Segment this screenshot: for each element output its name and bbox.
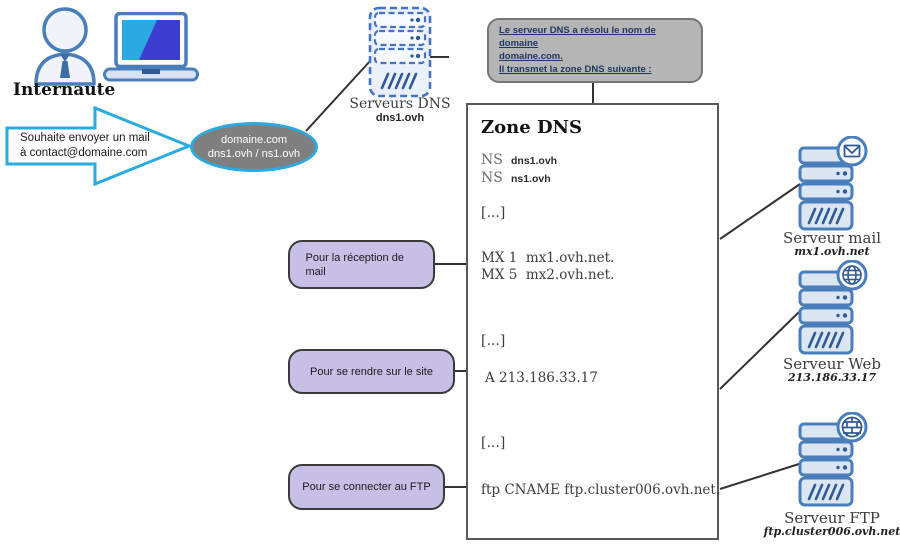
callout-line-1: Le serveur DNS a résolu le nom de domain… [499,25,656,49]
web-server-name: Serveur Web [783,355,881,373]
web-server-detail: 213.186.33.17 [787,371,877,384]
annotation-visit-site: Pour se rendre sur le site [288,349,455,394]
annotation-text: Pour se connecter au FTP [302,481,431,493]
request-arrow-text: Souhaite envoyer un mail à contact@domai… [20,131,150,161]
globe-icon [842,265,862,285]
annotation-connect-ftp: Pour se connecter au FTP [288,464,445,510]
ns-record-value: dns1.ovh [511,155,558,167]
annotation-text: Pour la réception de mail [305,251,404,278]
domain-name: domaine.com [220,134,288,146]
dns-resolution-callout: Le serveur DNS a résolu le nom de domain… [487,18,703,83]
request-line-1: Souhaite envoyer un mail [20,132,150,144]
domain-nameservers: dns1.ovh / ns1.ovh [207,148,301,160]
firewall-icon [841,416,863,438]
zone-ellipsis-1: [...] [481,205,506,221]
internaute-person-icon [34,7,96,86]
ns-record-1: NS dns1.ovh [481,151,557,169]
ftp-server-detail: ftp.cluster006.ovh.net [763,525,900,538]
zone-dns-box: Zone DNS NS dns1.ovh NS ns1.ovh [...] MX 1… [466,103,721,540]
ns-record-2: NS ns1.ovh [481,169,551,187]
zone-dns-title: Zone DNS [481,117,583,138]
dns-servers-sublabel: dns1.ovh [375,112,425,124]
zone-ellipsis-3: [...] [481,435,506,451]
callout-line-3: Il transmet la zone DNS suivante : [499,64,652,75]
mx-record-1: MX 1 mx1.ovh.net. [481,250,615,266]
mail-server-icon [798,136,868,231]
mx-record-2: MX 5 mx2.ovh.net. [481,267,615,283]
annotation-text: Pour se rendre sur le site [310,365,433,378]
ftp-server-name: Serveur FTP [784,509,880,527]
request-arrow-shape [5,105,194,187]
callout-line-2: domaine.com. [499,51,563,62]
ns-record-type: NS [481,170,503,186]
ftp-server-icon [798,412,868,507]
domain-ellipse: domaine.com dns1.ovh / ns1.ovh [190,122,318,172]
laptop-icon [103,12,199,82]
ns-record-type: NS [481,152,503,168]
zone-ellipsis-2: [...] [481,333,506,349]
internaute-label: Internaute [13,80,116,100]
annotation-mail-reception: Pour la réception de mail [288,240,435,289]
ns-record-value: ns1.ovh [511,173,551,185]
request-line-2: à contact@domaine.com [20,147,148,159]
dns-server-icon [368,6,432,98]
web-server-icon [798,260,868,355]
mail-server-detail: mx1.ovh.net [794,245,870,258]
a-record: A 213.186.33.17 [485,370,598,386]
mail-server-name: Serveur mail [782,229,882,247]
envelope-icon [843,144,861,158]
dns-servers-label: Serveurs DNS [349,96,451,112]
cname-record: ftp CNAME ftp.cluster006.ovh.net. [481,482,721,498]
